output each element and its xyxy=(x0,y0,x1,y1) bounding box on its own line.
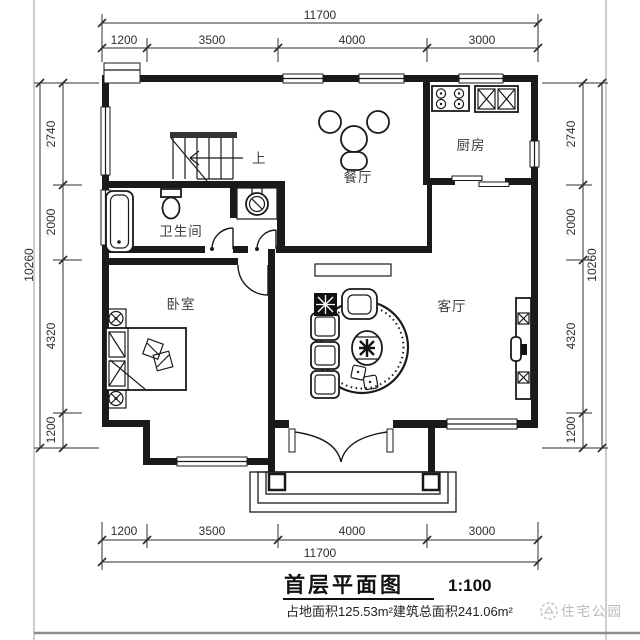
dim-bottom-seg-2: 4000 xyxy=(339,524,366,538)
coffee-table-icon xyxy=(351,330,383,366)
dim-bottom-seg-0: 1200 xyxy=(111,524,138,538)
plan-scale: 1:100 xyxy=(448,576,491,595)
room-label-living: 客厅 xyxy=(438,298,467,314)
porch-column-left xyxy=(267,472,287,492)
window-living-south xyxy=(446,418,518,430)
porch-and-steps xyxy=(249,471,457,513)
dim-top-seg-0: 1200 xyxy=(111,33,138,47)
dim-left-total: 10260 xyxy=(22,248,36,282)
kitchen-sliding-door xyxy=(451,175,510,187)
lamp-icon xyxy=(108,310,124,327)
room-label-kitchen: 厨房 xyxy=(457,138,486,153)
plan-caption: 占地面积125.53m²建筑总面积241.06m² xyxy=(286,604,514,619)
dimension-top: 11700 1200 3500 4000 3000 xyxy=(97,8,543,62)
plant-table-icon xyxy=(314,293,337,316)
sofa-icon xyxy=(310,288,410,399)
title-block: 首层平面图 1:100 占地面积125.53m²建筑总面积241.06m² xyxy=(283,573,514,619)
porch-steps xyxy=(249,471,457,513)
dimension-left: 2740 2000 4320 1200 10260 xyxy=(22,78,99,453)
console-cabinet xyxy=(314,263,392,277)
toilet-icon xyxy=(160,188,182,220)
dimension-right: 2740 2000 4320 1200 10260 xyxy=(542,78,608,453)
stairs: 上 xyxy=(170,132,267,182)
porch-column-right xyxy=(421,472,441,492)
dim-top-seg-1: 3500 xyxy=(199,33,226,47)
doors xyxy=(210,175,510,463)
dim-top-total: 11700 xyxy=(304,8,337,22)
watermark-text: 住宅公园 xyxy=(561,604,623,619)
window-top-3 xyxy=(458,73,504,84)
dim-top-seg-3: 3000 xyxy=(469,33,496,47)
window-left-stair xyxy=(100,106,111,176)
room-label-bedroom: 卧室 xyxy=(167,296,196,312)
dim-left-seg-2: 4320 xyxy=(44,322,58,349)
stairs-up-arrow xyxy=(189,150,243,166)
entrance-double-door xyxy=(288,428,394,463)
dim-left-seg-0: 2740 xyxy=(44,120,58,147)
dim-left-seg-3: 1200 xyxy=(44,416,58,443)
bedroom-door xyxy=(237,264,269,296)
window-bedroom-south xyxy=(176,456,248,467)
bed-icon xyxy=(105,308,187,409)
tv-icon xyxy=(510,336,527,362)
stairs-up-label: 上 xyxy=(252,151,267,166)
stove-icon xyxy=(431,85,470,112)
dim-right-total: 10260 xyxy=(585,248,599,282)
room-label-dining: 餐厅 xyxy=(344,170,373,185)
dining-table-icon xyxy=(318,110,390,171)
dim-bottom-seg-1: 3500 xyxy=(199,524,226,538)
window-top-left-box xyxy=(103,62,141,84)
dim-bottom-total: 11700 xyxy=(304,546,337,560)
dim-left-seg-1: 2000 xyxy=(44,208,58,235)
bathroom-door xyxy=(210,227,234,251)
dim-right-seg-3: 1200 xyxy=(564,416,578,443)
dim-top-seg-2: 4000 xyxy=(339,33,366,47)
lamp-icon xyxy=(108,390,124,407)
page-borders xyxy=(33,0,640,640)
watermark: 住宅公园 xyxy=(540,602,623,620)
hall-nook-door xyxy=(255,229,277,251)
window-kitchen-east xyxy=(529,140,540,168)
plan-title: 首层平面图 xyxy=(284,573,404,597)
tv-cabinet-icon xyxy=(510,297,532,400)
kitchen-sink-icon xyxy=(474,85,519,113)
room-labels: 厨房 餐厅 卫生间 卧室 客厅 xyxy=(159,138,486,314)
walls xyxy=(102,75,538,472)
dim-bottom-seg-3: 3000 xyxy=(469,524,496,538)
room-label-bathroom: 卫生间 xyxy=(159,224,203,239)
window-top-2 xyxy=(358,73,405,84)
dim-right-seg-0: 2740 xyxy=(564,120,578,147)
window-top-1 xyxy=(282,73,324,84)
dimension-bottom: 1200 3500 4000 3000 11700 xyxy=(97,522,543,570)
dim-right-seg-2: 4320 xyxy=(564,322,578,349)
watermark-logo-icon xyxy=(540,602,558,620)
dim-right-seg-1: 2000 xyxy=(564,208,578,235)
bathtub-icon xyxy=(105,190,134,253)
stool-icon xyxy=(350,364,379,391)
washbasin-icon xyxy=(236,187,278,220)
